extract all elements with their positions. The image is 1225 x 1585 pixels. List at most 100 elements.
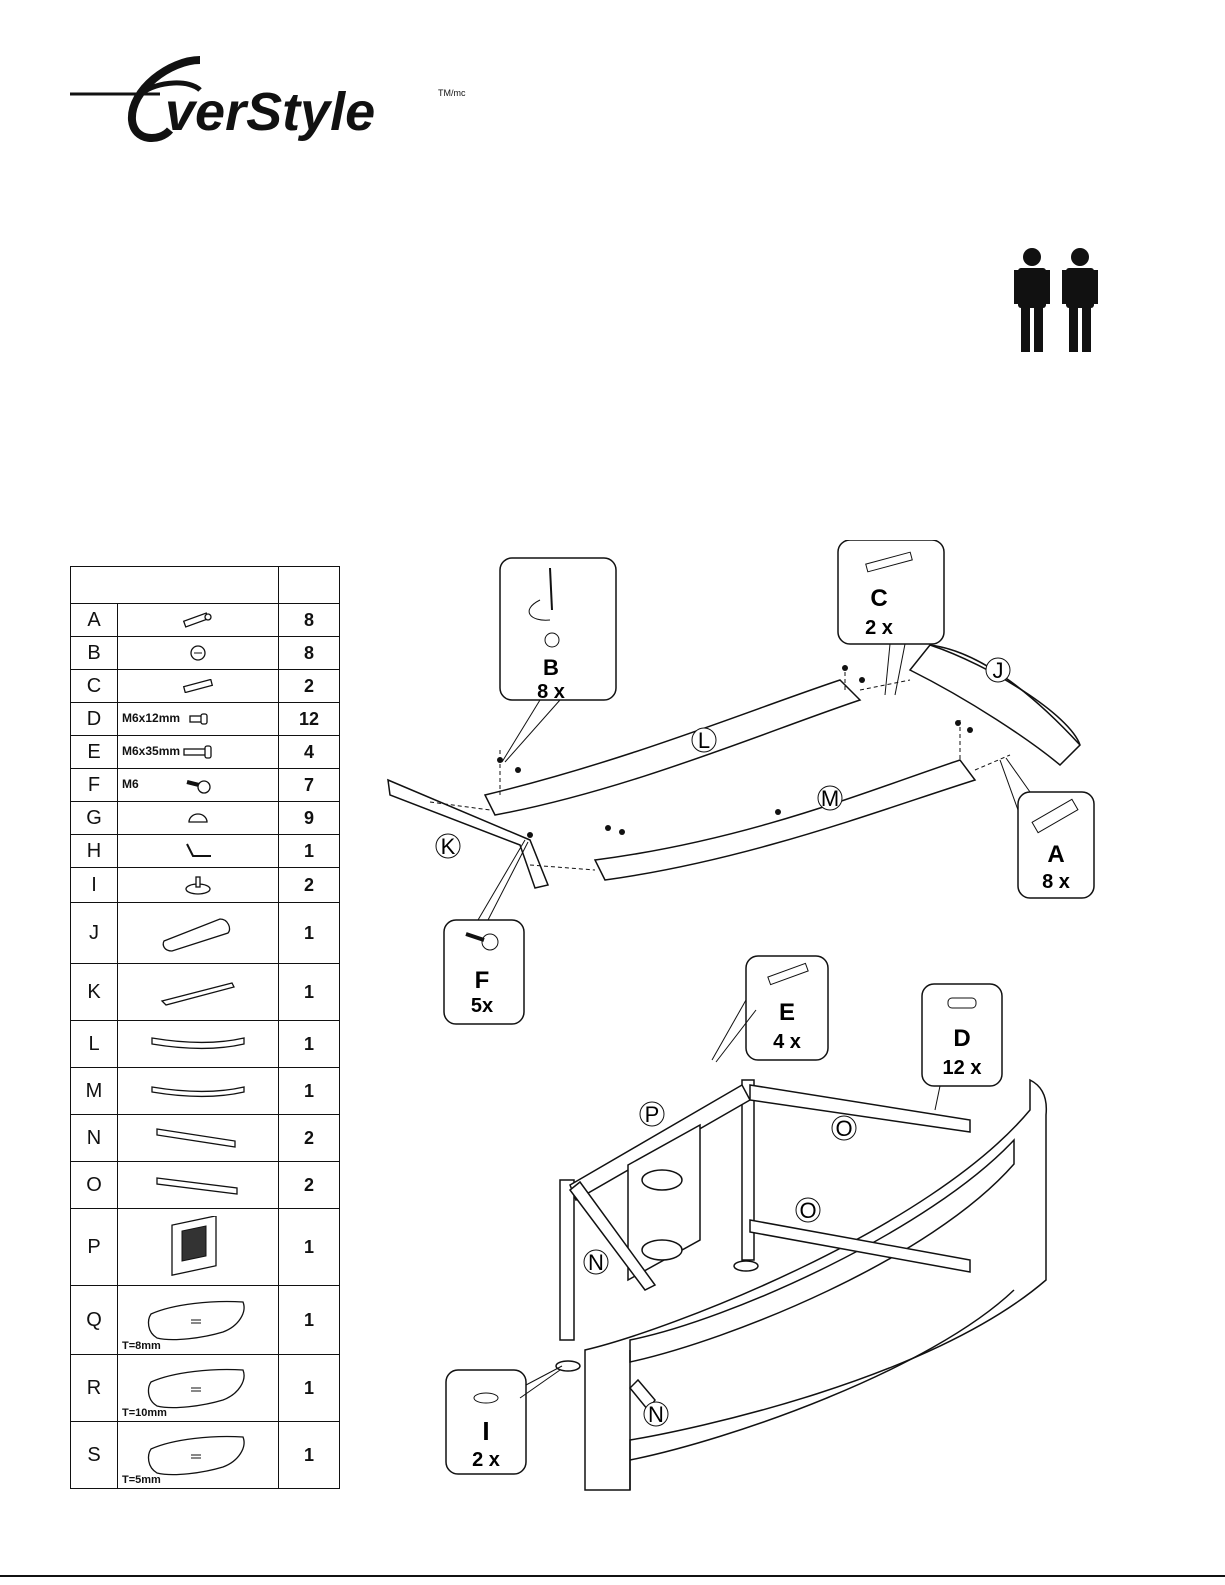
part-quantity: 1	[279, 903, 340, 964]
callout-c-letter: C	[870, 585, 887, 612]
part-letter: F	[71, 769, 118, 802]
part-letter: A	[71, 604, 118, 637]
callout-a-qty: 8 x	[1042, 871, 1070, 893]
part-quantity: 1	[279, 1209, 340, 1286]
callout-f-letter: F	[475, 967, 490, 994]
part-illustration-cell	[118, 903, 279, 964]
header-cell-parts	[71, 567, 279, 604]
two-person-icon	[1012, 248, 1108, 358]
part-letter: I	[71, 868, 118, 903]
callout-e: E 4 x	[712, 956, 828, 1062]
callout-f: F 5x	[444, 840, 528, 1024]
parts-table-row: M1	[71, 1068, 340, 1115]
brace-N-icon	[118, 1115, 278, 1161]
parts-table-row: O2	[71, 1162, 340, 1209]
part-illustration-cell	[118, 1162, 279, 1209]
callout-a-letter: A	[1047, 841, 1064, 868]
leveling-foot-icon	[118, 769, 278, 801]
mount-panel-icon	[118, 1209, 278, 1285]
part-letter: C	[71, 670, 118, 703]
trademark-mark: TM/mc	[438, 88, 466, 98]
wood-dowel-icon	[118, 670, 278, 702]
callout-e-qty: 4 x	[773, 1031, 801, 1053]
part-illustration-cell	[118, 1115, 279, 1162]
part-quantity: 1	[279, 964, 340, 1021]
part-quantity: 1	[279, 1021, 340, 1068]
part-spec: T=10mm	[122, 1407, 167, 1419]
parts-table-row: S T=5mm 1	[71, 1422, 340, 1489]
part-illustration-cell	[118, 637, 279, 670]
part-quantity: 4	[279, 736, 340, 769]
part-illustration-cell: M6x12mm	[118, 703, 279, 736]
callout-f-qty: 5x	[471, 995, 493, 1017]
part-quantity: 2	[279, 1162, 340, 1209]
table-header-row	[71, 567, 340, 604]
part-letter: H	[71, 835, 118, 868]
glide-foot-icon	[118, 868, 278, 902]
part-illustration-cell	[118, 868, 279, 903]
part-spec: M6x12mm	[122, 711, 180, 725]
part-letter: L	[71, 1021, 118, 1068]
part-letter: J	[71, 903, 118, 964]
part-illustration-cell	[118, 604, 279, 637]
parts-table-row: RT=10mm1	[71, 1355, 340, 1422]
label-m: M	[821, 786, 839, 811]
callout-c-qty: 2 x	[865, 617, 893, 639]
part-illustration-cell: M6	[118, 769, 279, 802]
part-spec: T=5mm	[122, 1474, 161, 1486]
part-quantity: 2	[279, 1115, 340, 1162]
part-illustration-cell	[118, 835, 279, 868]
part-letter: M	[71, 1068, 118, 1115]
part-spec: M6	[122, 777, 139, 791]
part-illustration-cell: T=8mm	[118, 1286, 279, 1355]
label-o-upper: O	[835, 1116, 852, 1141]
label-p: P	[645, 1102, 660, 1127]
callout-b: B 8 x	[500, 558, 616, 762]
base-rail-icon	[118, 964, 278, 1020]
part-quantity: 1	[279, 835, 340, 868]
part-quantity: 9	[279, 802, 340, 835]
part-illustration-cell: T=10mm	[118, 1355, 279, 1422]
callout-e-letter: E	[779, 999, 795, 1026]
callout-i-letter: I	[482, 1416, 489, 1446]
rail-M	[595, 760, 975, 880]
part-quantity: 1	[279, 1355, 340, 1422]
part-letter: E	[71, 736, 118, 769]
cam-lock-icon	[118, 637, 278, 669]
part-quantity: 1	[279, 1422, 340, 1489]
part-illustration-cell	[118, 964, 279, 1021]
part-illustration-cell: T=5mm	[118, 1422, 279, 1489]
callout-a: A 8 x	[1000, 758, 1094, 898]
part-letter: P	[71, 1209, 118, 1286]
part-quantity: 2	[279, 670, 340, 703]
parts-table-row: G9	[71, 802, 340, 835]
part-spec: T=8mm	[122, 1340, 161, 1352]
parts-table-row: F M6 7	[71, 769, 340, 802]
callout-i: I 2 x	[446, 1366, 562, 1474]
top-cap-panel-icon	[118, 903, 278, 963]
curved-rail-L-icon	[118, 1021, 278, 1067]
footer-rule	[0, 1575, 1225, 1577]
parts-table-row: E M6x35mm 4	[71, 736, 340, 769]
part-quantity: 8	[279, 637, 340, 670]
dowel-pin-icon	[118, 604, 278, 636]
everstyle-logo: verStyle TM/mc	[70, 50, 470, 150]
part-spec: M6x35mm	[122, 744, 180, 758]
part-quantity: 1	[279, 1068, 340, 1115]
bumper-icon	[118, 802, 278, 834]
part-letter: G	[71, 802, 118, 835]
callout-b-qty: 8 x	[537, 681, 565, 703]
part-illustration-cell	[118, 802, 279, 835]
curved-rail-M-icon	[118, 1068, 278, 1114]
part-quantity: 7	[279, 769, 340, 802]
label-n-upper: N	[588, 1250, 604, 1275]
part-letter: S	[71, 1422, 118, 1489]
